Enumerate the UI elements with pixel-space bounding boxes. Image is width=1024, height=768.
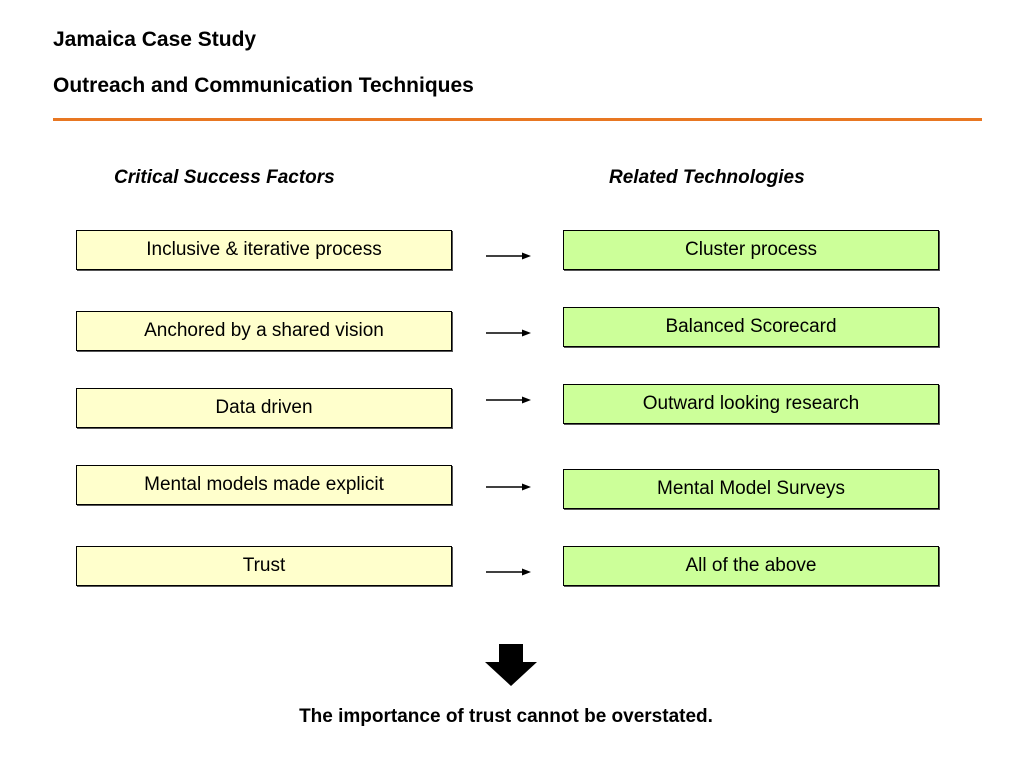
slide-subtitle: Outreach and Communication Techniques: [53, 74, 474, 97]
technology-box-outward-research: Outward looking research: [563, 384, 939, 424]
factor-box-trust: Trust: [76, 546, 452, 586]
title-divider: [53, 118, 982, 121]
technology-box-balanced-scorecard: Balanced Scorecard: [563, 307, 939, 347]
factor-label: Anchored by a shared vision: [144, 320, 384, 341]
conclusion-statement: The importance of trust cannot be overst…: [299, 706, 713, 727]
critical-success-factors-heading: Critical Success Factors: [114, 167, 335, 188]
factor-label: Data driven: [215, 397, 313, 418]
factor-box-data-driven: Data driven: [76, 388, 452, 428]
related-technologies-heading: Related Technologies: [609, 167, 805, 188]
right-arrow-icon: [486, 329, 531, 337]
technology-label: Cluster process: [685, 239, 817, 260]
factor-box-shared-vision: Anchored by a shared vision: [76, 311, 452, 351]
factor-label: Trust: [242, 555, 286, 576]
technology-label: Mental Model Surveys: [657, 478, 845, 499]
factor-box-mental-models: Mental models made explicit: [76, 465, 452, 505]
factor-label: Inclusive & iterative process: [146, 239, 382, 260]
right-arrow-icon: [486, 396, 531, 404]
right-arrow-icon: [486, 483, 531, 491]
right-arrow-icon: [486, 568, 531, 576]
technology-box-all-of-the-above: All of the above: [563, 546, 939, 586]
factor-box-inclusive-iterative: Inclusive & iterative process: [76, 230, 452, 270]
right-arrow-icon: [486, 252, 531, 260]
slide-title: Jamaica Case Study: [53, 28, 257, 51]
technology-box-mental-model-surveys: Mental Model Surveys: [563, 469, 939, 509]
down-arrow-icon: [485, 644, 537, 686]
factor-label: Mental models made explicit: [144, 474, 384, 495]
technology-box-cluster-process: Cluster process: [563, 230, 939, 270]
technology-label: Balanced Scorecard: [665, 316, 837, 337]
technology-label: Outward looking research: [642, 393, 860, 414]
technology-label: All of the above: [685, 555, 817, 576]
